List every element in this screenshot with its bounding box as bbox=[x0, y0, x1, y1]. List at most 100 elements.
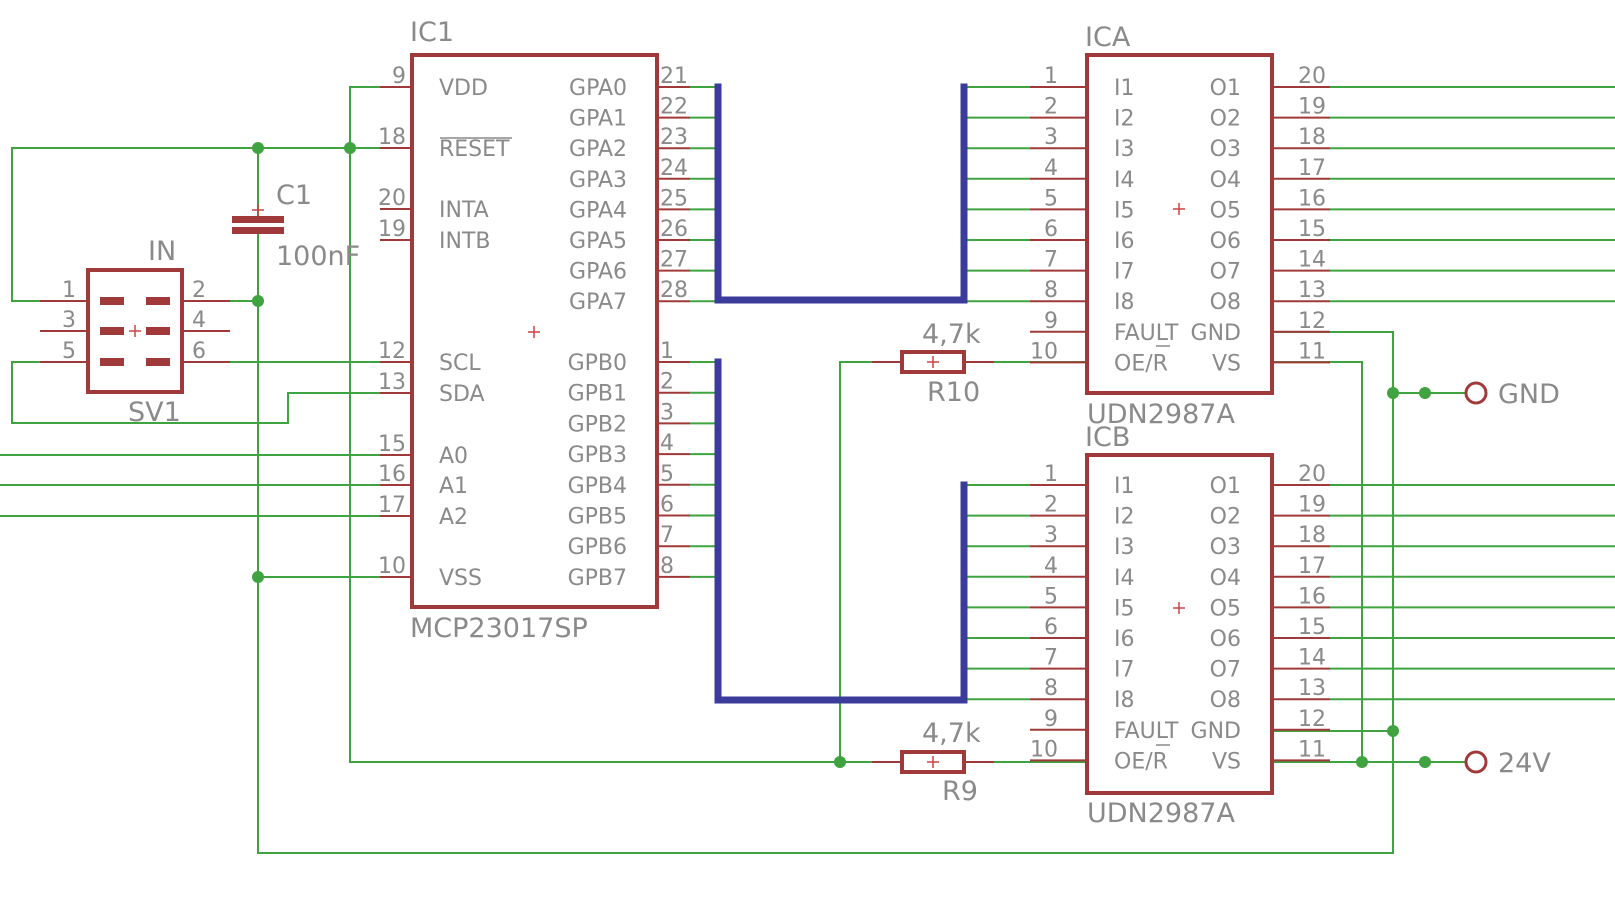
ic1-pin-number: 16 bbox=[378, 462, 406, 487]
icb-pin-name: O1 bbox=[1210, 474, 1241, 499]
ic1-pin-name: GPB4 bbox=[568, 474, 627, 499]
ica-pin-number: 14 bbox=[1298, 248, 1326, 273]
supply-gnd[interactable]: GND bbox=[1464, 379, 1560, 410]
ic1-pin-number: 23 bbox=[660, 125, 688, 150]
ic1-pin-name: VSS bbox=[439, 566, 482, 591]
wires bbox=[0, 86, 1615, 854]
ic1-pin-number: 5 bbox=[660, 462, 674, 487]
ic1-pin-name: INTA bbox=[439, 198, 489, 223]
ica-pin-number: 3 bbox=[1044, 125, 1058, 150]
icb-value: UDN2987A bbox=[1087, 798, 1235, 829]
ica-pin-number: 18 bbox=[1298, 125, 1326, 150]
buses bbox=[714, 83, 968, 704]
junction-dot bbox=[1419, 756, 1431, 768]
ic1-pin-number: 13 bbox=[378, 370, 406, 395]
sv1-pad bbox=[146, 327, 170, 335]
icb-pin-number: 4 bbox=[1044, 554, 1058, 579]
icb-pin-name: GND bbox=[1191, 719, 1241, 744]
ic1-pin-name: SCL bbox=[439, 351, 481, 376]
ic1-pin-number: 25 bbox=[660, 186, 688, 211]
icb-pin-name: I6 bbox=[1114, 627, 1135, 652]
c1-plate-top bbox=[232, 216, 284, 223]
resistor-r9[interactable]: 4,7k R9 bbox=[872, 718, 994, 807]
ic1-pin-name: GPB7 bbox=[568, 566, 627, 591]
icb-pin-name: O4 bbox=[1210, 566, 1241, 591]
output-wires bbox=[1330, 86, 1615, 701]
sv1-pin-number: 2 bbox=[192, 278, 206, 303]
supply-24v[interactable]: 24V bbox=[1464, 748, 1551, 779]
ic1-value: MCP23017SP bbox=[410, 613, 588, 644]
ic1-pin-name: A0 bbox=[439, 444, 468, 469]
junction-dot bbox=[344, 142, 356, 154]
ic1-pin-number: 20 bbox=[378, 186, 406, 211]
icb-pin-name: FAULT bbox=[1114, 719, 1179, 744]
bus-gpb bbox=[714, 358, 968, 704]
v24-label: 24V bbox=[1498, 748, 1551, 779]
ica-pin-name: I1 bbox=[1114, 76, 1135, 101]
icb-pin-name: O7 bbox=[1210, 658, 1241, 683]
icb-pin-number: 11 bbox=[1298, 737, 1326, 762]
ic1-pin-name: VDD bbox=[439, 76, 488, 101]
ic1-pin-number: 19 bbox=[378, 217, 406, 242]
ic1-pin-number: 4 bbox=[660, 431, 674, 456]
sv1-pin-number: 5 bbox=[62, 339, 76, 364]
ica-pin-name: FAULT bbox=[1114, 321, 1179, 346]
junction-dot bbox=[834, 756, 846, 768]
c1-plate-bottom bbox=[232, 227, 284, 234]
ic1-name: IC1 bbox=[410, 17, 454, 48]
r9-body bbox=[900, 750, 966, 774]
icb-pin-number: 7 bbox=[1044, 646, 1058, 671]
ic1-pin-number: 6 bbox=[660, 493, 674, 518]
icb-pin-name: O2 bbox=[1210, 505, 1241, 530]
ic1-pin-number: 1 bbox=[660, 339, 674, 364]
ic1-pin-number: 21 bbox=[660, 64, 688, 89]
wire-scl bbox=[11, 361, 412, 424]
ica-pin-number: 1 bbox=[1044, 64, 1058, 89]
v24-pad bbox=[1464, 750, 1488, 774]
ica-value: UDN2987A bbox=[1087, 399, 1235, 430]
resistor-r10[interactable]: 4,7k R10 bbox=[872, 319, 994, 408]
junction-dot bbox=[1387, 725, 1399, 737]
ic1-pin-name: GPA6 bbox=[569, 260, 627, 285]
icb-pin-number: 10 bbox=[1030, 737, 1058, 762]
ic1-pin-number: 22 bbox=[660, 95, 688, 120]
ica-pin-number: 10 bbox=[1030, 339, 1058, 364]
ica-pin-name: I7 bbox=[1114, 260, 1135, 285]
ica-pin-name: O1 bbox=[1210, 76, 1241, 101]
ica-pin-name: I2 bbox=[1114, 107, 1135, 132]
icb-pin-name: I4 bbox=[1114, 566, 1135, 591]
ic1-pin-name: GPA2 bbox=[569, 137, 627, 162]
ica-pin-name: O2 bbox=[1210, 107, 1241, 132]
icb-pin-number: 15 bbox=[1298, 615, 1326, 640]
ic1-pin-name: GPA4 bbox=[569, 198, 627, 223]
junction-dot bbox=[1387, 387, 1399, 399]
capacitor-c1[interactable]: C1 100nF bbox=[232, 180, 360, 272]
ica-body bbox=[1085, 53, 1274, 395]
junction-dot bbox=[252, 571, 264, 583]
c1-value: 100nF bbox=[276, 241, 360, 272]
icb-pin-number: 13 bbox=[1298, 676, 1326, 701]
ic1-pin-number: 24 bbox=[660, 156, 688, 181]
sv1-pin-number: 6 bbox=[192, 339, 206, 364]
ic1-pin-name: SDA bbox=[439, 382, 485, 407]
ic1-pin-name: GPB3 bbox=[568, 443, 627, 468]
ic1-pin-number: 17 bbox=[378, 493, 406, 518]
ica-pin-name: I5 bbox=[1114, 198, 1135, 223]
ica-pin-name: O5 bbox=[1210, 198, 1241, 223]
ic1-pin-name: INTB bbox=[439, 229, 490, 254]
ic1-pin-name: GPB0 bbox=[568, 351, 627, 376]
ic1-pin-name: A1 bbox=[439, 474, 468, 499]
ica-pin-number: 6 bbox=[1044, 217, 1058, 242]
ic1-pin-name: GPA1 bbox=[569, 107, 627, 132]
ic1-pin-name: GPA3 bbox=[569, 168, 627, 193]
gnd-label: GND bbox=[1498, 379, 1560, 410]
ic1-pin-number: 9 bbox=[392, 64, 406, 89]
sv1-pad bbox=[146, 358, 170, 366]
icb-body bbox=[1085, 453, 1274, 795]
icb-pin-name: O6 bbox=[1210, 627, 1241, 652]
ica-pin-number: 11 bbox=[1298, 339, 1326, 364]
